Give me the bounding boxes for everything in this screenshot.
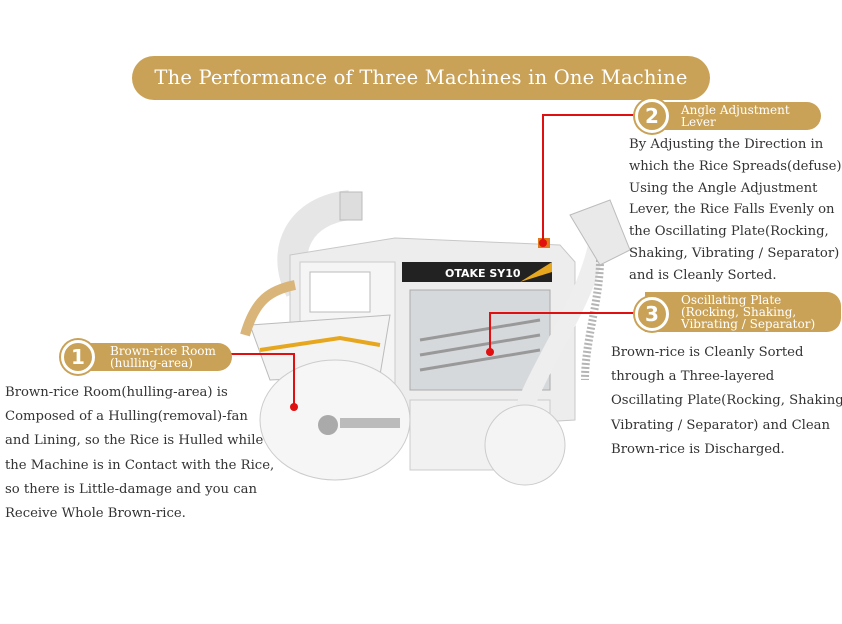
brand-stripe — [520, 262, 552, 282]
outlet — [318, 415, 338, 435]
desc-line: Brown-rice is Cleanly Sorted — [611, 345, 804, 360]
callout-line-1 — [222, 353, 295, 407]
outlet-pipe — [340, 418, 400, 428]
desc-line: the Oscillating Plate(Rocking, — [629, 224, 829, 240]
desc-line: Shaking, Vibrating / Separator) — [629, 245, 840, 261]
discharge-head — [569, 199, 631, 266]
callout-label-oscillating-plate: Oscillating Plate (Rocking, Shaking, Vib… — [645, 292, 841, 332]
desc-line: Brown-rice Room(hulling-area) is — [5, 385, 228, 400]
callout-dot-3 — [486, 348, 494, 356]
callout-dot-2 — [539, 239, 547, 247]
duct-cap — [339, 191, 363, 221]
label-line: Oscillating Plate — [681, 293, 782, 307]
desc-line: and Lining, so the Rice is Hulled while — [5, 433, 264, 449]
desc-line: Composed of a Hulling(removal)-fan — [5, 409, 248, 425]
label-line: Angle Adjustment — [681, 103, 790, 117]
desc-line: Receive Whole Brown-rice. — [5, 505, 186, 521]
callout-description-3: Brown-rice is Cleanly Sorted through a T… — [611, 341, 842, 462]
callout-label-angle-lever: Angle Adjustment Lever — [645, 102, 821, 130]
desc-line: and is Cleanly Sorted. — [629, 267, 777, 283]
callout-line-3 — [489, 312, 636, 352]
callout-lines — [222, 114, 640, 407]
desc-line: the Machine is in Contact with the Rice, — [5, 457, 275, 473]
callout-description-2: By Adjusting the Direction in which the … — [629, 134, 842, 287]
brand-panel — [402, 262, 552, 282]
desc-line: Oscillating Plate(Rocking, Shaking, — [611, 393, 842, 409]
desc-line: through a Three-layered — [611, 369, 775, 385]
callout-dots — [290, 239, 547, 411]
callout-line-2 — [542, 114, 640, 243]
label-line: Vibrating / Separator) — [681, 317, 816, 331]
label-line: Brown-rice Room — [110, 344, 216, 358]
desc-line: Vibrating / Separator) and Clean — [611, 417, 831, 433]
desc-line: Lever, the Rice Falls Evenly on — [629, 202, 835, 218]
oscillating-plates — [419, 318, 541, 372]
desc-line: Brown-rice is Discharged. — [611, 441, 785, 457]
callout-description-1: Brown-rice Room(hulling-area) is Compose… — [5, 381, 274, 526]
hopper-stripe — [259, 335, 381, 352]
desc-line: Using the Angle Adjustment — [629, 180, 818, 196]
cyclone — [484, 404, 566, 486]
page-title: The Performance of Three Machines in One… — [132, 56, 710, 100]
sorting-window — [409, 289, 551, 391]
desc-line: so there is Little-damage and you can — [5, 481, 257, 497]
callout-number-1: 1 — [61, 340, 95, 374]
label-line: (Rocking, Shaking, — [681, 305, 797, 319]
control-panel — [309, 271, 371, 313]
label-line: (hulling-area) — [110, 356, 193, 370]
callout-number-3: 3 — [635, 297, 669, 331]
brand-label: OTAKE SY10 — [445, 267, 521, 280]
hose — [240, 280, 297, 337]
desc-line: which the Rice Spreads(defuse) — [629, 158, 842, 174]
callout-label-hulling-area: Brown-rice Room (hulling-area) — [74, 343, 232, 371]
callout-number-2: 2 — [635, 99, 669, 133]
desc-line: By Adjusting the Direction in — [629, 137, 824, 152]
flex-hose — [581, 259, 604, 381]
callout-dot-1 — [290, 403, 298, 411]
label-line: Lever — [681, 115, 716, 129]
